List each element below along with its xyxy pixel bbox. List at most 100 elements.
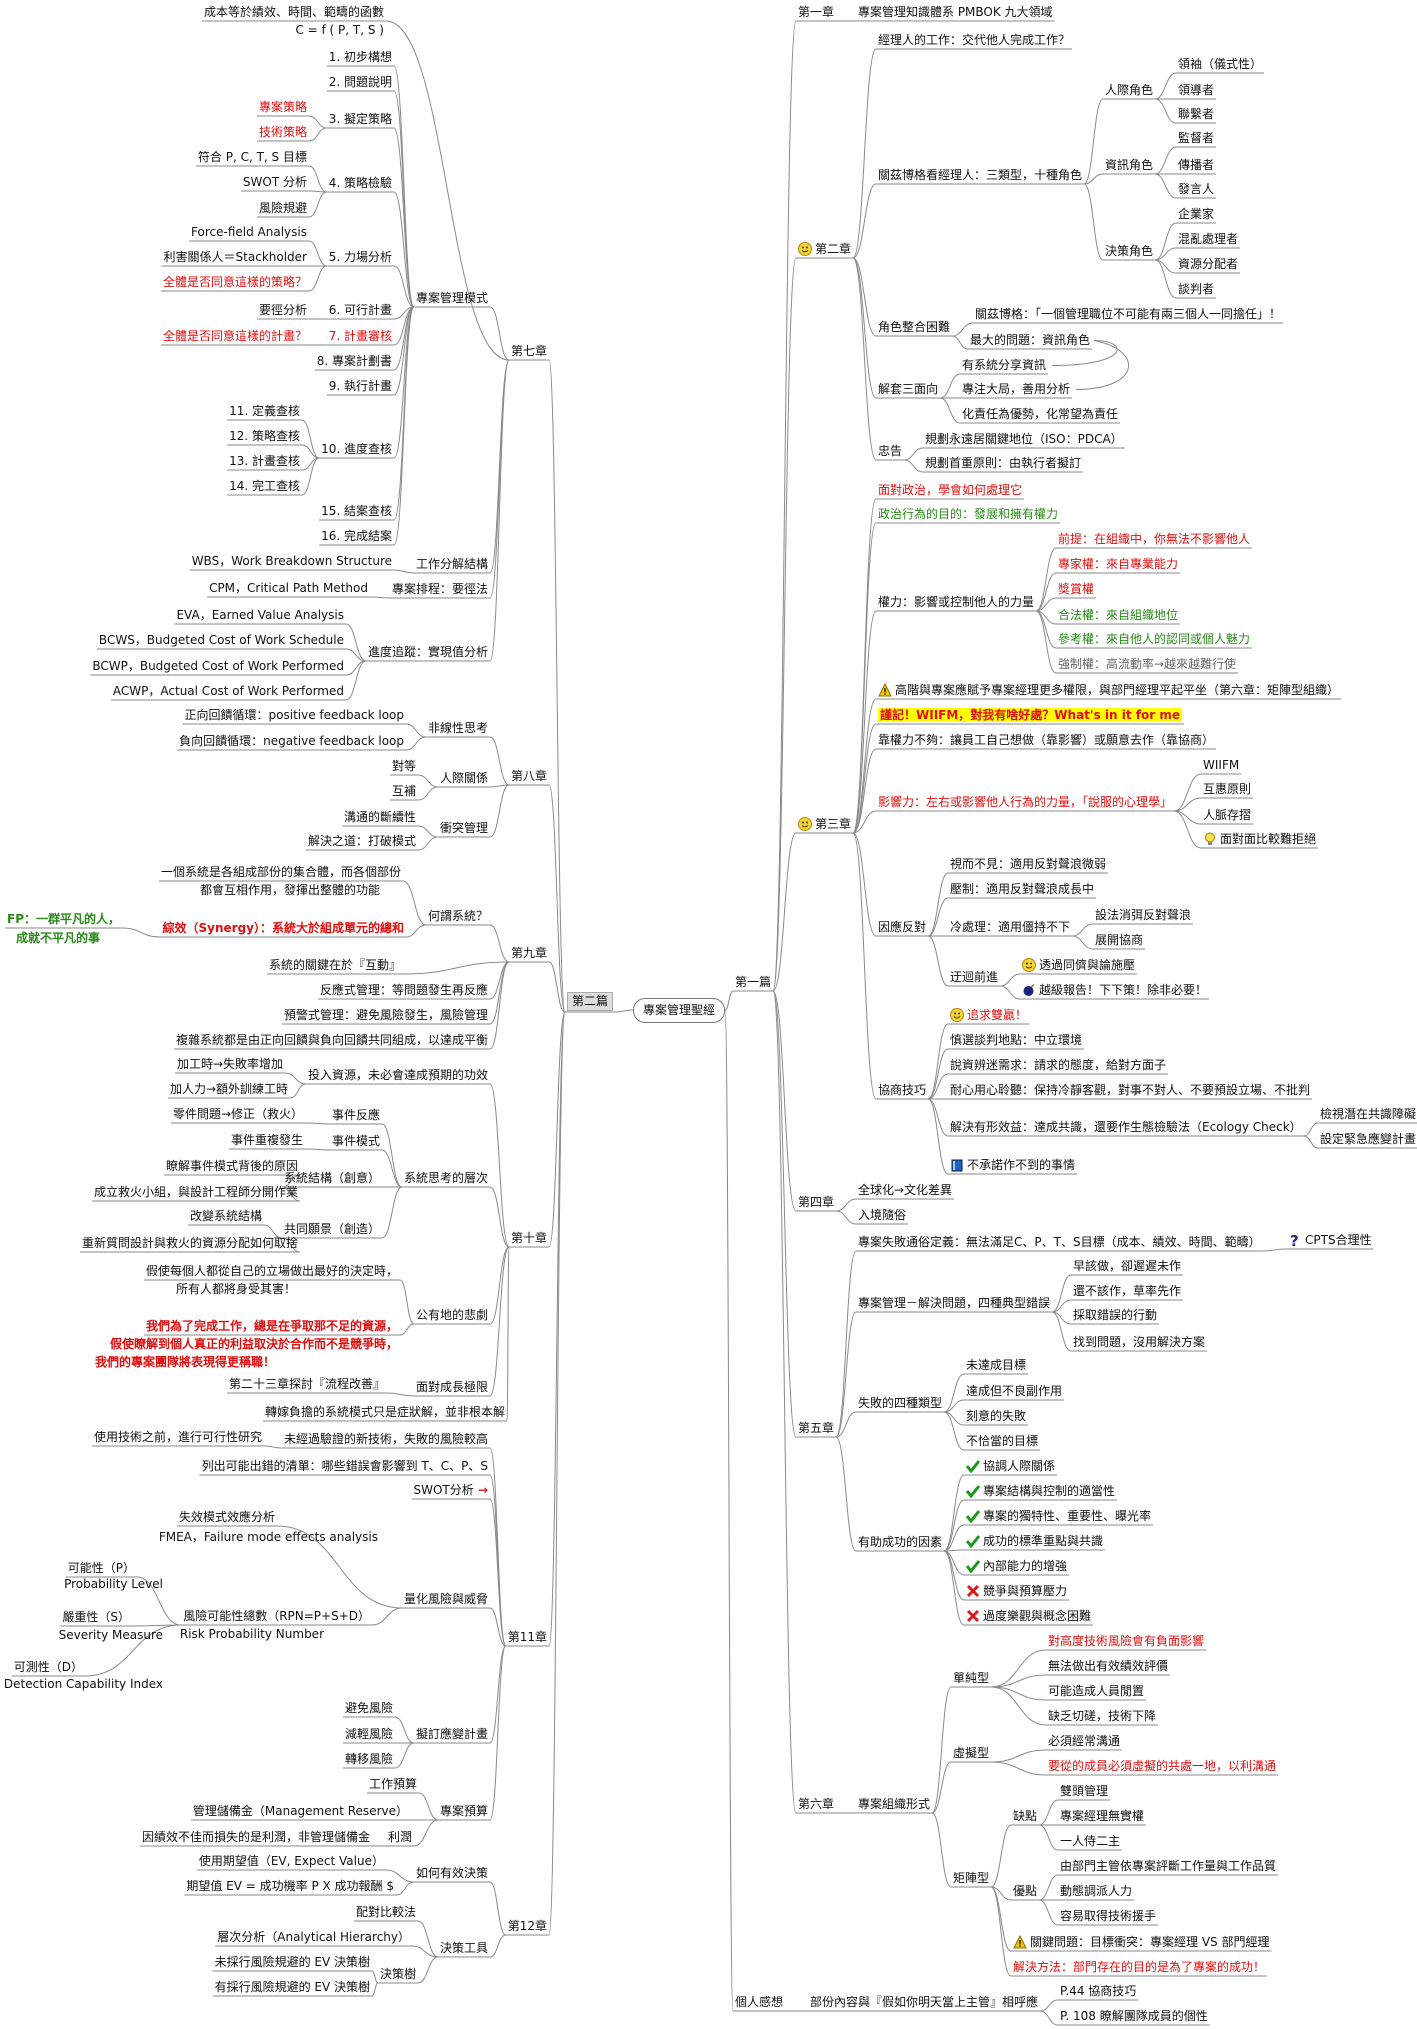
node[interactable]: 加人力→額外訓練工時 xyxy=(169,1082,288,1096)
node[interactable]: 利潤 xyxy=(387,1830,412,1844)
node[interactable]: 一個系統是各組成部份的集合體，而各個部份 xyxy=(160,865,401,879)
chapter-9[interactable]: 第九章 xyxy=(510,946,547,960)
node[interactable]: 使用期望值（EV, Expect Value） xyxy=(198,1854,384,1868)
node[interactable]: 層次分析（Analytical Hierarchy） xyxy=(217,1930,410,1944)
node[interactable]: 期望值 EV = 成功機率 P X 成功報酬 $ xyxy=(186,1879,394,1893)
node[interactable]: 決策樹 xyxy=(379,1967,416,1981)
node[interactable]: 成立救火小組，與設計工程師分開作業 xyxy=(93,1185,298,1199)
node[interactable]: 有助成功的因素 xyxy=(858,1535,943,1549)
node[interactable]: 缺乏切磋，技術下降 xyxy=(1048,1709,1157,1723)
node[interactable]: 企業家 xyxy=(1178,207,1215,221)
node[interactable]: 無法做出有效績效評價 xyxy=(1048,1659,1169,1673)
node[interactable]: 參考權：來自他人的認同或個人魅力 xyxy=(1058,632,1251,646)
node[interactable]: 轉移風險 xyxy=(344,1752,393,1766)
node[interactable]: EVA，Earned Value Analysis xyxy=(176,608,344,622)
node[interactable]: 專案結構與控制的適當性 xyxy=(965,1484,1115,1499)
node[interactable]: Severity Measure xyxy=(58,1628,163,1642)
node[interactable]: 因應反對 xyxy=(878,920,927,934)
node[interactable]: 成就不平凡的事 xyxy=(15,931,100,945)
node[interactable]: 假使每個人都從自己的立場做出最好的決定時， xyxy=(145,1264,398,1278)
node[interactable]: 加工時→失敗率增加 xyxy=(176,1057,283,1071)
node[interactable]: 專案策略 xyxy=(258,100,307,114)
node[interactable]: 高階與專案應賦予專案經理更多權限，與部門經理平起平坐（第六章：矩陣型組織） xyxy=(878,682,1339,698)
node[interactable]: 視而不見：適用反對聲浪微弱 xyxy=(950,857,1107,871)
node[interactable]: 事件重複發生 xyxy=(230,1133,303,1147)
node[interactable]: 擬訂應變計畫 xyxy=(415,1727,488,1741)
node[interactable]: 強制權：高流動率→越來越難行使 xyxy=(1058,657,1237,671)
node[interactable]: 非線性思考 xyxy=(427,721,488,735)
section-part-2[interactable]: 第二篇 xyxy=(566,992,613,1011)
node[interactable]: 關茲博格：「一個管理職位不可能有兩三個人一同擔任」！ xyxy=(975,307,1282,321)
node[interactable]: 追求雙贏！ xyxy=(950,1008,1027,1023)
node[interactable]: 達成但不良副作用 xyxy=(966,1384,1063,1398)
node[interactable]: 全體是否同意這樣的策略？ xyxy=(162,275,307,289)
node[interactable]: 規劃永遠居關鍵地位（ISO：PDCA） xyxy=(925,432,1123,446)
node[interactable]: 複雜系統都是由正向回饋與負向回饋共同組成，以達成平衡 xyxy=(175,1033,488,1047)
node[interactable]: 迂迴前進 xyxy=(950,970,999,984)
section-thoughts[interactable]: 個人感想 xyxy=(735,1995,784,2009)
node[interactable]: 容易取得技術援手 xyxy=(1060,1909,1157,1923)
node[interactable]: 因績效不佳而損失的是利潤，非管理儲備金 xyxy=(141,1830,370,1844)
node[interactable]: 互惠原則 xyxy=(1203,782,1252,796)
node[interactable]: 角色整合困難 xyxy=(878,320,951,334)
node[interactable]: 影響力：左右或影響他人行為的力量，「說服的心理學」 xyxy=(878,795,1173,809)
node[interactable]: 聯繫者 xyxy=(1178,107,1215,121)
chapter-8[interactable]: 第八章 xyxy=(510,769,547,783)
node[interactable]: 人際關係 xyxy=(439,771,488,785)
node[interactable]: 必須經常溝通 xyxy=(1048,1734,1121,1748)
node[interactable]: 協商技巧 xyxy=(878,1083,927,1097)
node[interactable]: 壓制：適用反對聲浪成長中 xyxy=(950,882,1095,896)
node[interactable]: 由部門主管依專案評斷工作量與工作品質 xyxy=(1060,1859,1277,1873)
node[interactable]: 如何有效決策 xyxy=(415,1866,488,1880)
node[interactable]: 衝突管理 xyxy=(439,821,488,835)
node[interactable]: CPM，Critical Path Method xyxy=(209,581,368,595)
node[interactable]: 2. 問題說明 xyxy=(328,75,392,89)
node[interactable]: 共同願景（創造） xyxy=(283,1222,380,1236)
node[interactable]: 6. 可行計畫 xyxy=(328,303,392,317)
node[interactable]: 人脈存摺 xyxy=(1203,808,1252,822)
chapter-11[interactable]: 第11章 xyxy=(507,1630,547,1644)
node[interactable]: 說資辨迷需求：請求的態度，給對方面子 xyxy=(950,1058,1167,1072)
node[interactable]: 溝通的斷續性 xyxy=(343,810,416,824)
node[interactable]: 人際角色 xyxy=(1105,83,1154,97)
node[interactable]: 瞭解事件模式背後的原因 xyxy=(165,1159,298,1173)
node[interactable]: 發言人 xyxy=(1178,182,1215,196)
node[interactable]: 成功的標準重點與共識 xyxy=(965,1534,1103,1549)
node[interactable]: 專案經理無實權 xyxy=(1060,1809,1145,1823)
node[interactable]: 互補 xyxy=(391,784,416,798)
node[interactable]: 專注大局，善用分析 xyxy=(962,382,1071,396)
node[interactable]: 10. 進度查核 xyxy=(321,442,392,456)
node[interactable]: 專案管理－解決問題，四種典型錯誤 xyxy=(858,1296,1051,1310)
node[interactable]: 利害關係人＝Stackholder xyxy=(163,250,307,264)
node[interactable]: 綜效（Synergy）：系統大於組成單元的總和 xyxy=(162,921,404,935)
node[interactable]: 正向回饋循環：positive feedback loop xyxy=(184,708,404,722)
node[interactable]: 全體是否同意這樣的計畫？ xyxy=(162,329,307,343)
node[interactable]: 解套三面向 xyxy=(878,382,939,396)
node[interactable]: 預警式管理：避免風險發生，風險管理 xyxy=(283,1008,488,1022)
node[interactable]: 所有人都將身受其害！ xyxy=(175,1282,296,1296)
node[interactable]: 專案失敗通俗定義：無法滿足C、P、T、S目標（成本、績效、時間、範疇） xyxy=(858,1235,1261,1249)
node[interactable]: 避免風險 xyxy=(344,1701,393,1715)
node[interactable]: 未經過驗證的新技術，失敗的風險較高 xyxy=(283,1432,488,1446)
node[interactable]: 可測性（D） xyxy=(13,1660,83,1674)
node[interactable]: Probability Level xyxy=(64,1577,163,1591)
node[interactable]: WIIFM xyxy=(1203,758,1240,772)
node[interactable]: 採取錯誤的行動 xyxy=(1073,1308,1158,1322)
node[interactable]: 不承諾作不到的事情 xyxy=(950,1158,1075,1173)
chapter-10[interactable]: 第十章 xyxy=(510,1231,547,1245)
node[interactable]: 我們為了完成工作，總是在爭取那不足的資源， xyxy=(145,1319,398,1333)
node[interactable]: 專案的獨特性、重要性、曝光率 xyxy=(965,1509,1151,1524)
node[interactable]: 部份內容與『假如你明天當上主管』相呼應 xyxy=(810,1995,1039,2009)
node[interactable]: 虛擬型 xyxy=(953,1746,990,1760)
node[interactable]: 未採行風險規避的 EV 決策樹 xyxy=(214,1955,370,1969)
chapter-4[interactable]: 第四章 xyxy=(798,1195,835,1209)
node[interactable]: 權力：影響或控制他人的力量 xyxy=(878,595,1035,609)
node[interactable]: FP：一群平凡的人， xyxy=(7,912,120,926)
node[interactable]: 傳播者 xyxy=(1178,158,1215,172)
node[interactable]: 負向回饋循環：negative feedback loop xyxy=(179,734,404,748)
node[interactable]: 慎選談判地點：中立環境 xyxy=(950,1033,1083,1047)
node[interactable]: 刻意的失敗 xyxy=(966,1409,1027,1423)
node[interactable]: 動態調派人力 xyxy=(1060,1884,1133,1898)
node[interactable]: 13. 計畫查核 xyxy=(229,454,300,468)
node[interactable]: 要徑分析 xyxy=(258,303,307,317)
